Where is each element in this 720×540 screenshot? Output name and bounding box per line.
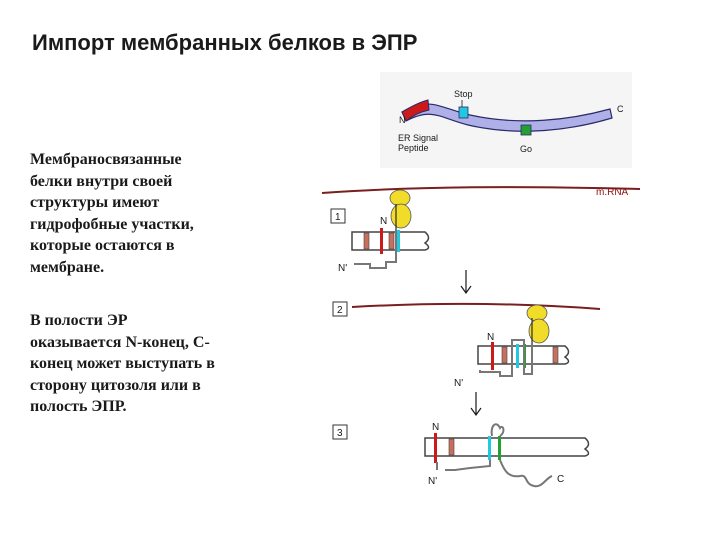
mrna-strand	[321, 186, 641, 194]
signal-sequence-red	[491, 342, 494, 370]
ribosome-small-subunit	[389, 189, 411, 207]
go-sequence-green	[498, 436, 501, 460]
n-label: N	[380, 216, 387, 227]
signal-sequence-red	[380, 228, 383, 254]
text-line: которые остаются в	[30, 237, 175, 254]
arrow-down-icon	[460, 270, 472, 295]
text-line: мембране.	[30, 258, 105, 276]
stop-sequence-cyan	[397, 230, 400, 252]
text-line: оказывается N-конец, С-	[30, 333, 210, 351]
n-terminus-label: N	[399, 115, 406, 125]
n-prime-label: N'	[454, 378, 463, 389]
text-line: структуры имеют	[30, 194, 160, 211]
top-protein-panel: Stop N C ER Signal Peptide Go	[380, 72, 632, 168]
signal-sequence-red	[434, 433, 437, 463]
n-prime-label: N'	[338, 263, 347, 274]
step-3: 3 N N' C	[332, 422, 590, 488]
lumenal-chain	[436, 460, 491, 471]
text-line: полость ЭПР.	[30, 398, 127, 415]
mrna-strand	[351, 302, 601, 310]
ribosome-large-subunit	[390, 203, 412, 229]
stop-segment	[458, 106, 469, 119]
er-signal-label: ER Signal	[398, 133, 438, 143]
text-line: конец может выступать в	[30, 355, 215, 372]
translocon-part	[388, 232, 395, 250]
er-membrane	[424, 437, 590, 457]
translocon-part	[501, 346, 508, 364]
step-1-box	[330, 208, 346, 224]
stop-sequence-cyan	[516, 344, 519, 368]
translocon-part	[363, 232, 370, 250]
n-label: N	[487, 332, 494, 343]
text-line: В полости ЭР	[30, 312, 128, 329]
ribosome-large-subunit	[528, 318, 550, 344]
step-2: 2 N N'	[332, 301, 601, 417]
stop-label: Stop	[454, 89, 473, 99]
peptide-label: Peptide	[398, 143, 429, 153]
text-line: Мембраносвязанные	[30, 151, 182, 168]
text-paragraph-1: Мембраносвязанные белки внутри своей стр…	[30, 149, 280, 278]
step-2-number: 2	[337, 305, 343, 316]
translocon-part	[448, 438, 455, 456]
slide-title: Импорт мембранных белков в ЭПР	[32, 30, 418, 55]
arrow-down-icon	[470, 392, 482, 417]
text-paragraph-2: В полости ЭР оказывается N-конец, С- кон…	[30, 310, 280, 418]
n-label: N	[432, 422, 439, 433]
text-line: гидрофобные участки,	[30, 215, 194, 233]
text-line: сторону цитозоля или в	[30, 376, 201, 394]
go-label: Go	[520, 144, 532, 154]
er-signal-segment	[401, 99, 430, 122]
step-2-box	[332, 301, 348, 317]
cytosolic-loop	[490, 423, 505, 437]
nascent-chain	[479, 339, 533, 377]
ribosome-small-subunit	[526, 304, 548, 322]
stop-sequence-cyan	[488, 436, 491, 460]
mrna-label: m.RNA	[596, 187, 629, 198]
step-3-number: 3	[337, 428, 343, 439]
c-terminus-label: C	[617, 104, 624, 114]
nascent-chain	[354, 228, 397, 269]
text-line: белки внутри своей	[30, 172, 173, 190]
translocon-part	[552, 346, 559, 364]
c-terminal-tail	[499, 459, 553, 488]
go-segment	[520, 124, 532, 136]
n-prime-label: N'	[428, 476, 437, 487]
c-terminus-label: C	[557, 474, 564, 485]
step-1-number: 1	[335, 212, 341, 223]
step-3-box	[332, 424, 348, 440]
step-1: m.RNA 1 N N'	[321, 186, 641, 295]
